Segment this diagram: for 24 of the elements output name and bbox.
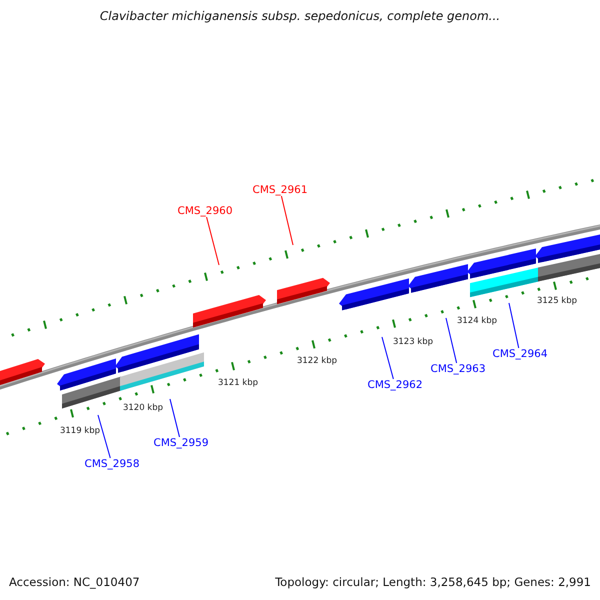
- scale-label: 3120 kbp: [122, 403, 164, 413]
- scale-label: 3124 kbp: [456, 316, 498, 326]
- gene-label: CMS_2959: [153, 437, 209, 449]
- leader-line: [280, 196, 294, 246]
- chart-title: Clavibacter michiganensis subsp. sepedonicus, complete genom...: [98, 9, 502, 23]
- leader-line: [170, 398, 180, 438]
- leader-line: [446, 318, 458, 364]
- footer-text: Accession: NC_010407: [9, 575, 140, 589]
- leader-line: [508, 302, 520, 348]
- gene-label: CMS_2960: [177, 205, 233, 217]
- gene-label: CMS_2961: [252, 184, 308, 196]
- leader-line: [382, 336, 394, 380]
- scale-label: 3119 kbp: [60, 426, 100, 436]
- gene-label: CMS_2963: [430, 363, 486, 375]
- leader-line: [206, 216, 220, 266]
- scale-label: 3125 kbp: [536, 296, 578, 306]
- scale-label: 3123 kbp: [392, 337, 434, 347]
- leader-line: [98, 414, 111, 458]
- gene-label: CMS_2962: [367, 379, 423, 391]
- scale-label: 3121 kbp: [218, 378, 258, 388]
- scale-label: 3122 kbp: [296, 356, 338, 366]
- gene-label: CMS_2964: [492, 348, 548, 360]
- footer-text: Topology: circular; Length: 3,258,645 bp; Genes: 2,991: [275, 575, 591, 589]
- gene-label: CMS_2958: [84, 458, 140, 470]
